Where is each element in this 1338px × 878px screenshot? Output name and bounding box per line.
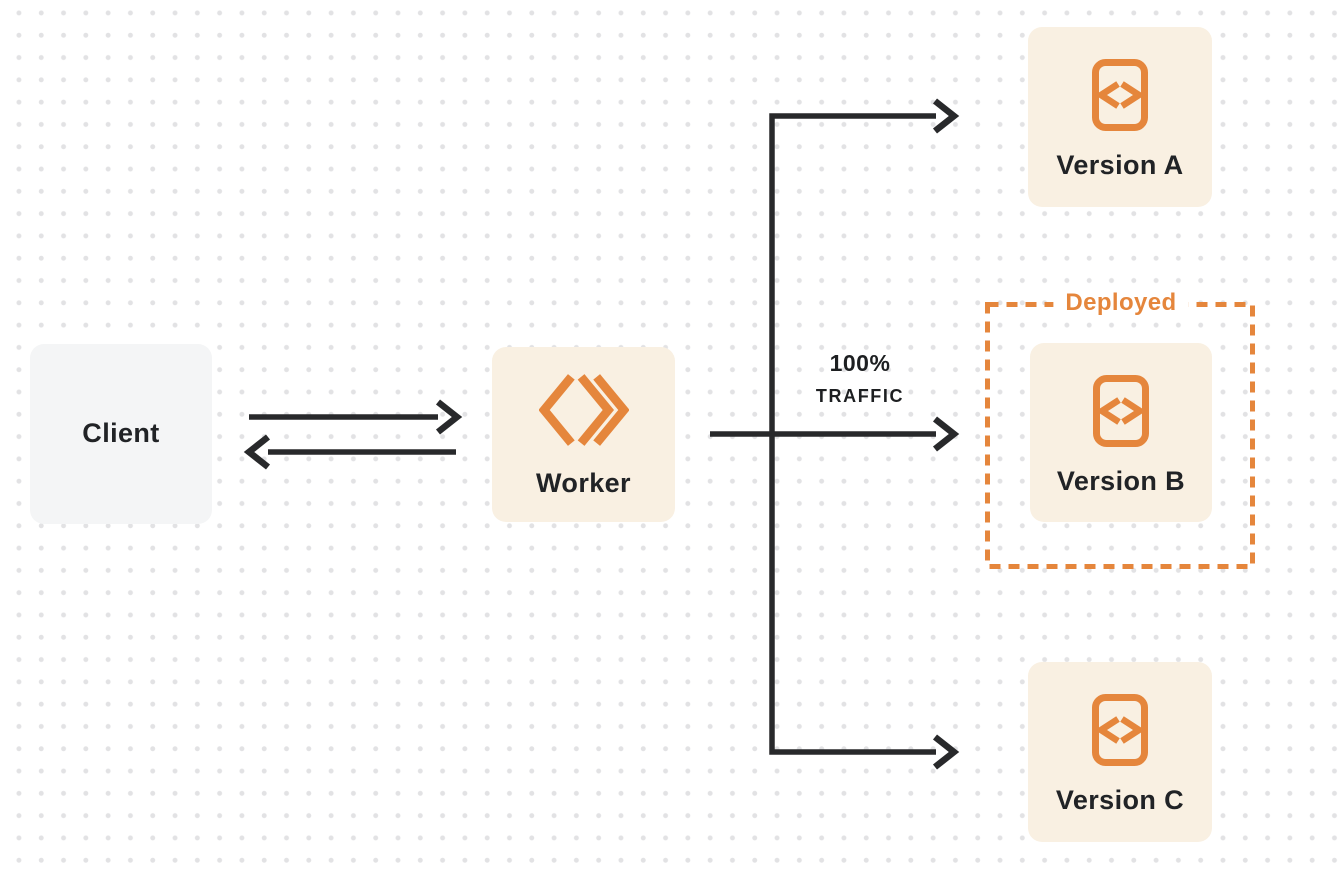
code-document-icon [1093, 375, 1149, 447]
node-version-c: Version C [1028, 662, 1212, 842]
client-label: Client [82, 418, 160, 449]
node-version-b: Version B [1030, 343, 1212, 522]
version-a-label: Version A [1056, 150, 1184, 180]
version-c-label: Version C [1055, 785, 1185, 815]
code-document-icon [1092, 694, 1148, 766]
node-worker: Worker [492, 347, 675, 522]
workers-double-chevron-icon [537, 373, 630, 447]
node-version-a: Version A [1028, 27, 1212, 207]
traffic-label: 100% TRAFFIC [760, 350, 960, 406]
version-b-label: Version B [1056, 466, 1186, 496]
arrowhead-to-version-a [932, 98, 960, 134]
arrowhead-to-version-c [932, 734, 960, 770]
node-client: Client [30, 344, 212, 524]
deployed-group-label: Deployed [1053, 287, 1189, 319]
code-document-icon [1092, 59, 1148, 131]
arrowhead-to-client [243, 434, 271, 470]
edge-branch-trunk [769, 113, 936, 755]
worker-label: Worker [536, 468, 631, 498]
arrowhead-to-worker [435, 399, 463, 435]
traffic-word: TRAFFIC [815, 386, 905, 406]
traffic-percent: 100% [829, 350, 891, 376]
arrowhead-to-version-b [932, 416, 960, 452]
